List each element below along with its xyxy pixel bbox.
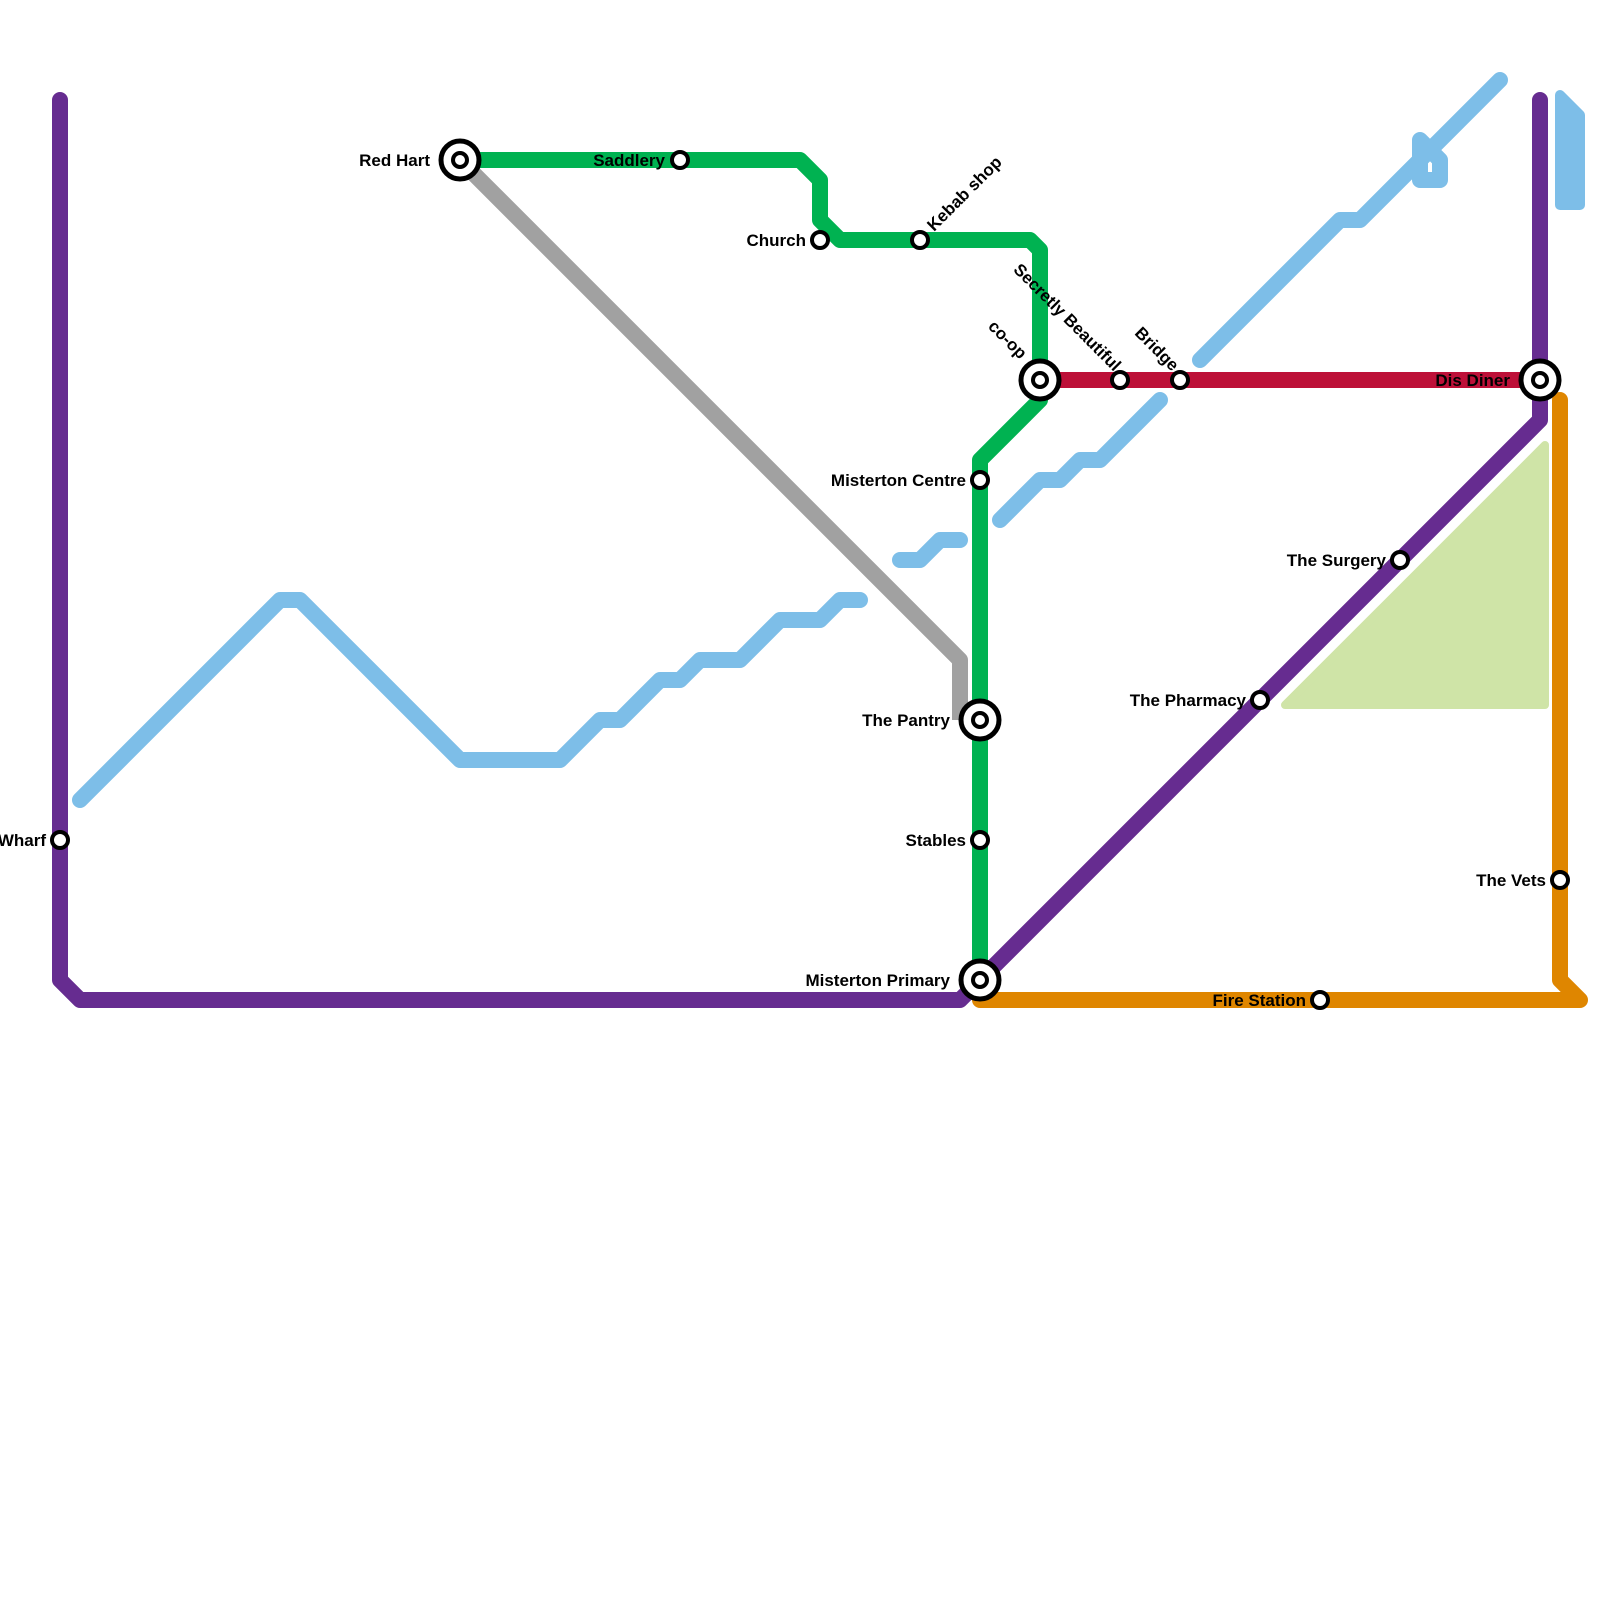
label-church: Church	[747, 231, 807, 250]
river-segment-west	[72, 592, 868, 808]
station-marker-saddlery[interactable]	[670, 150, 690, 170]
label-the-vets: The Vets	[1476, 871, 1546, 890]
river-segment-mid	[892, 532, 968, 568]
label-wharf: Wharf	[0, 831, 46, 850]
station-marker-kebab-shop[interactable]	[910, 230, 930, 250]
station-marker-fire-station[interactable]	[1310, 990, 1330, 1010]
green-line	[452, 152, 1048, 988]
orange-line	[972, 392, 1588, 1008]
purple-line	[52, 92, 1548, 1008]
label-fire-station: Fire Station	[1212, 991, 1306, 1010]
station-marker-wharf[interactable]	[50, 830, 70, 850]
station-marker-bridge[interactable]	[1170, 370, 1190, 390]
label-the-pantry: The Pantry	[862, 711, 950, 730]
station-inner-co-op	[1031, 371, 1049, 389]
grey-line	[454, 154, 968, 720]
river-segment-pool	[1412, 132, 1448, 188]
station-marker-stables[interactable]	[970, 830, 990, 850]
park-area	[1281, 441, 1549, 709]
label-misterton-centre: Misterton Centre	[831, 471, 966, 490]
station-inner-misterton-primary	[971, 971, 989, 989]
river-segment-northeast	[1192, 72, 1508, 368]
label-the-pharmacy: The Pharmacy	[1130, 691, 1247, 710]
label-the-surgery: The Surgery	[1287, 551, 1387, 570]
label-stables: Stables	[906, 831, 966, 850]
label-dis-diner: Dis Diner	[1435, 371, 1510, 390]
river-segment-edge	[1555, 90, 1585, 210]
station-marker-secretly-beautiful[interactable]	[1110, 370, 1130, 390]
station-inner-the-pantry	[971, 711, 989, 729]
station-marker-the-vets[interactable]	[1550, 870, 1570, 890]
label-misterton-primary: Misterton Primary	[805, 971, 950, 990]
station-marker-misterton-centre[interactable]	[970, 470, 990, 490]
station-inner-dis-diner	[1531, 371, 1549, 389]
station-inner-red-hart	[451, 151, 469, 169]
river-segment-east	[992, 392, 1168, 528]
label-kebab-shop: Kebab shop	[923, 153, 1005, 235]
station-marker-the-pharmacy[interactable]	[1250, 690, 1270, 710]
station-marker-the-surgery[interactable]	[1390, 550, 1410, 570]
label-saddlery: Saddlery	[593, 151, 665, 170]
label-red-hart: Red Hart	[359, 151, 430, 170]
label-bridge: Bridge	[1131, 323, 1183, 375]
label-co-op: co-op	[984, 317, 1030, 363]
station-marker-church[interactable]	[810, 230, 830, 250]
label-secretly-beautiful: Secretly Beautiful	[1010, 260, 1125, 375]
